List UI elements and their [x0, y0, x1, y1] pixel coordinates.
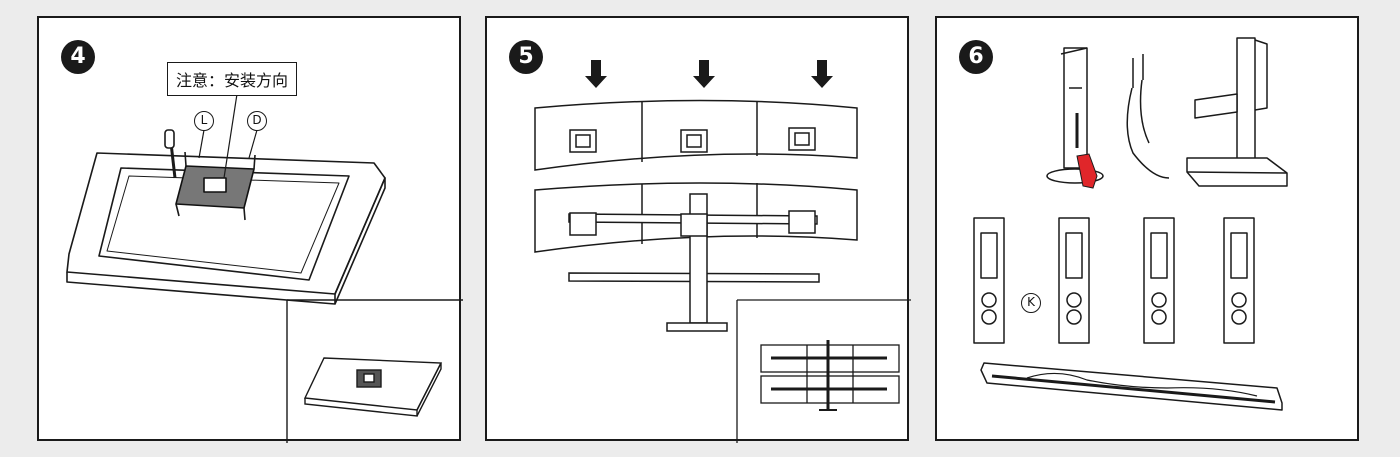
- label-k: K: [1021, 293, 1041, 313]
- step-6-illustration: [973, 37, 1288, 411]
- step-5-illustration: [534, 60, 911, 443]
- step-6-panel: 6 K: [935, 16, 1359, 441]
- cable-clip-3: [1143, 217, 1175, 344]
- monitor-row-bottom: [534, 182, 858, 253]
- arrow-down-icon: [585, 60, 833, 88]
- cable-clip-1: [973, 217, 1005, 344]
- screwdriver-icon: [164, 129, 177, 179]
- label-l: L: [194, 111, 214, 131]
- cable-clip-4: [1223, 217, 1255, 344]
- step-number-badge: 4: [61, 40, 95, 74]
- hand-icon: [1076, 153, 1098, 189]
- installation-direction-note: 注意：安装方向: [167, 62, 298, 96]
- label-d: D: [247, 111, 267, 131]
- step-number-badge: 5: [509, 40, 543, 74]
- step-5-panel: 5: [485, 16, 911, 443]
- step-4-illustration: [66, 93, 463, 443]
- step-4-panel: 4 注意：安装方向 L D: [37, 16, 463, 443]
- cable-clip-2: [1058, 217, 1090, 344]
- pole-cover: [1063, 47, 1088, 169]
- step-number-badge: 6: [959, 40, 993, 74]
- monitor-row-top: [534, 99, 858, 171]
